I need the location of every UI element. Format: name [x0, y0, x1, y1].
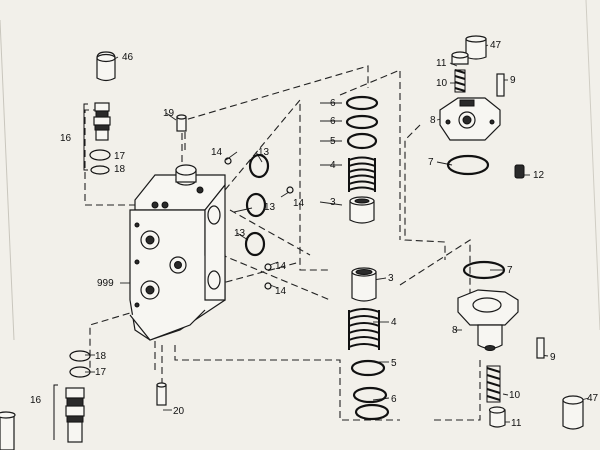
page-edge-line: [0, 19, 15, 341]
main-valve-body: [129, 164, 226, 341]
partial-cap-bottom-left: [0, 411, 16, 450]
spool-stack-bottom: [348, 267, 390, 421]
label-14-d: 14: [275, 286, 287, 297]
part-14-small-rings: [224, 157, 294, 290]
label-6-b: 6: [330, 116, 336, 127]
part-16-plug-top: [83, 102, 111, 175]
label-12: 12: [533, 170, 545, 181]
label-4-top: 4: [330, 160, 336, 171]
part-19-bolt: [176, 114, 187, 132]
part-46-cap: [96, 51, 116, 82]
label-4-bottom: 4: [391, 317, 397, 328]
label-6-a: 6: [330, 98, 336, 109]
right-bottom-assembly: [457, 260, 584, 430]
label-999: 999: [97, 278, 114, 289]
part-20-bolt: [156, 382, 167, 406]
label-17-bottom: 17: [95, 367, 107, 378]
label-18-top: 18: [114, 164, 126, 175]
assembly-lines: [84, 65, 481, 421]
label-47-top: 47: [490, 40, 502, 51]
label-46: 46: [122, 52, 134, 63]
right-top-assembly: [439, 35, 525, 179]
label-6-bottom: 6: [391, 394, 397, 405]
label-9-bottom: 9: [550, 352, 556, 363]
label-11-top: 11: [436, 58, 447, 69]
label-7-bottom: 7: [507, 265, 513, 276]
label-16-top: 16: [60, 133, 72, 144]
label-8-top: 8: [430, 115, 436, 126]
label-16-bottom: 16: [30, 395, 42, 406]
page-edge-line-right: [585, 0, 600, 331]
label-3-mid: 3: [388, 273, 394, 284]
label-47-bottom: 47: [587, 393, 599, 404]
label-8-bottom: 8: [452, 325, 458, 336]
label-17-top: 17: [114, 151, 126, 162]
label-13-a: 13: [258, 147, 270, 158]
label-10-top: 10: [436, 78, 448, 89]
label-14-c: 14: [275, 261, 287, 272]
label-7-top: 7: [428, 157, 434, 168]
label-18-bottom: 18: [95, 351, 107, 362]
label-10-bottom: 10: [509, 390, 521, 401]
label-13-b: 13: [264, 202, 276, 213]
label-9-top: 9: [510, 75, 516, 86]
label-5-top: 5: [330, 136, 336, 147]
label-14-a: 14: [211, 147, 223, 158]
label-11-bottom: 11: [511, 418, 522, 429]
label-3-top: 3: [330, 197, 336, 208]
callout-labels: 46 47 47 16 16 17 17 18 18 19 20 999 13 …: [30, 40, 599, 429]
spool-stack-top: [345, 95, 379, 224]
part-16-plug-bottom: [53, 350, 91, 443]
label-19: 19: [163, 108, 175, 119]
part-13-o-rings: [244, 153, 270, 257]
label-20: 20: [173, 406, 185, 417]
label-5-bottom: 5: [391, 358, 397, 369]
label-14-b: 14: [293, 198, 305, 209]
label-13-c: 13: [234, 228, 246, 239]
